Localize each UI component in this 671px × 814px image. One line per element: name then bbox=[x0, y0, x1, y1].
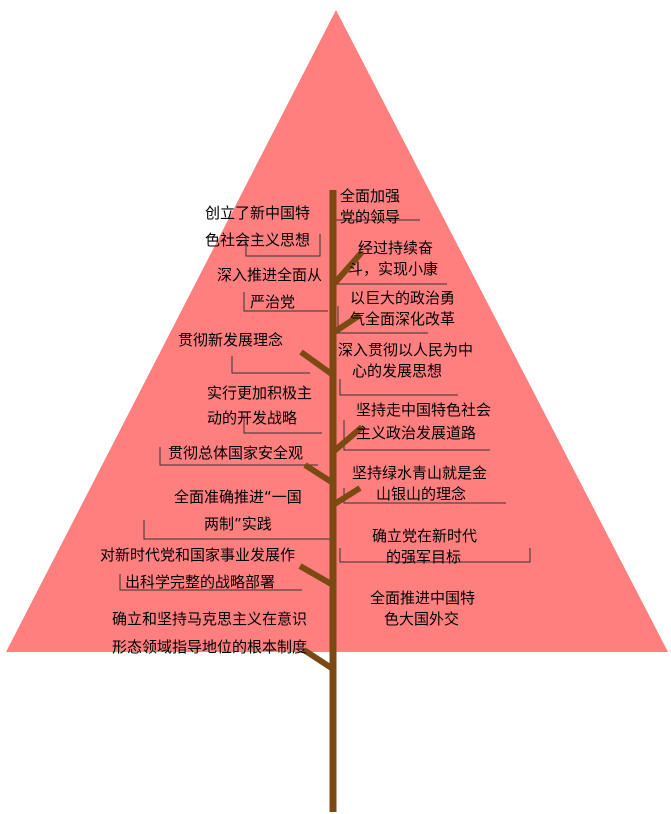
label-r3: 以巨大的政治勇 气全面深化改革 bbox=[350, 289, 456, 328]
label-l8: 确立和坚持马克思主义在意识 形态领域指导地位的根本制度 bbox=[112, 610, 308, 656]
label-r2: 经过持续奋 斗，实现小康 bbox=[348, 239, 439, 278]
label-r4: 深入贯彻以人民为中 心的发展思想 bbox=[338, 341, 474, 380]
branch-r-2 bbox=[331, 312, 362, 336]
label-r8: 全面推进中国特 色大国外交 bbox=[370, 589, 476, 628]
label-r6: 坚持绿水青山就是金 山银山的理念 bbox=[352, 464, 488, 503]
bracket-r4 bbox=[339, 379, 458, 396]
label-l6: 全面准确推进“一国 两制”实践 bbox=[174, 488, 302, 533]
branch-r-1 bbox=[330, 250, 365, 287]
bracket-l5 bbox=[159, 447, 318, 466]
label-l7: 对新时代党和国家事业发展作 出科学完整的战略部署 bbox=[100, 546, 296, 591]
label-l4: 实行更加积极主 动的开发战略 bbox=[207, 384, 313, 427]
branch-r-3 bbox=[331, 424, 364, 455]
branch-l-2 bbox=[303, 462, 335, 486]
bracket-r6 bbox=[343, 488, 506, 504]
bracket-l3 bbox=[231, 356, 310, 374]
bracket-l7 bbox=[119, 574, 302, 591]
label-l5: 贯彻总体国家安全观 bbox=[168, 444, 304, 462]
label-r7: 确立党在新时代 的强军目标 bbox=[372, 527, 478, 566]
bracket-l1 bbox=[245, 234, 321, 257]
bracket-l2 bbox=[243, 292, 328, 312]
label-r5: 坚持走中国特色社会 主义政治发展道路 bbox=[356, 401, 492, 442]
branch-l-3 bbox=[298, 563, 335, 588]
label-r1: 全面加强 党的领导 bbox=[340, 187, 401, 226]
branch-r-4 bbox=[331, 485, 362, 508]
bracket-l4 bbox=[243, 415, 322, 434]
label-l3: 贯彻新发展理念 bbox=[178, 331, 284, 349]
label-l2: 深入推进全面从 严治党 bbox=[217, 266, 323, 311]
branch-l-4 bbox=[302, 647, 335, 672]
bracket-l6 bbox=[143, 520, 330, 540]
tree-trunk-and-branches bbox=[298, 190, 365, 812]
branch-l-1 bbox=[299, 349, 335, 378]
bracket-r7 bbox=[339, 548, 531, 563]
bracket-r5 bbox=[343, 420, 490, 451]
label-l1: 创立了新中国特 色社会主义思想 bbox=[205, 204, 311, 249]
